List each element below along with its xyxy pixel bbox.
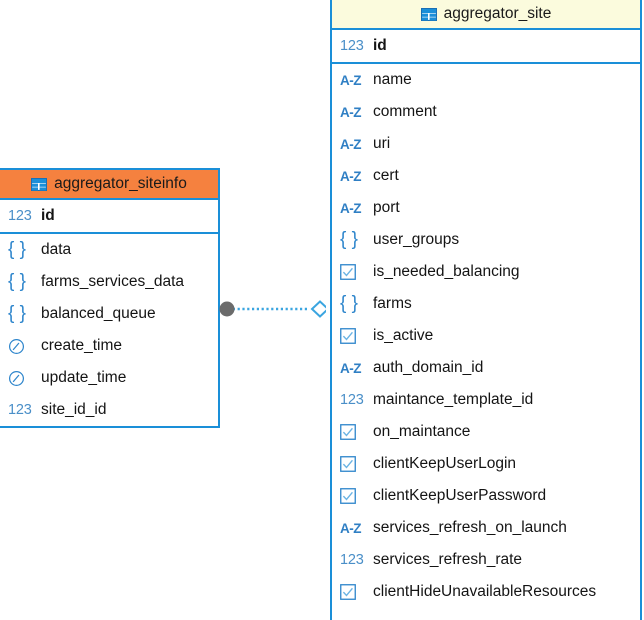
table-icon — [420, 7, 437, 21]
string-type-icon: A-Z — [340, 104, 362, 120]
json-type-icon: { } — [340, 293, 358, 314]
string-type-icon: A-Z — [340, 168, 362, 184]
entity-header[interactable]: aggregator_siteinfo — [0, 170, 218, 200]
integer-type-icon: 123 — [340, 552, 364, 568]
checkbox-icon — [340, 328, 366, 344]
entity-title: aggregator_site — [443, 5, 552, 22]
integer-type-icon: 123 — [340, 38, 364, 54]
relationship-target-marker — [310, 300, 326, 318]
field-name: update_time — [41, 369, 127, 387]
checkbox-icon — [340, 424, 366, 440]
field-name: cert — [373, 167, 399, 185]
field-name: services_refresh_rate — [373, 551, 523, 569]
entity-title: aggregator_siteinfo — [54, 175, 187, 192]
checkbox-icon — [340, 456, 366, 472]
field-name: on_maintance — [373, 423, 471, 441]
field-name: clientHideUnavailableResources — [373, 583, 597, 601]
field-row[interactable]: A-Z cert — [332, 160, 640, 192]
field-name: comment — [373, 103, 437, 121]
field-name: id — [41, 207, 55, 225]
string-type-icon: A-Z — [340, 520, 362, 536]
field-name: is_active — [373, 327, 434, 345]
field-name: auth_domain_id — [373, 359, 484, 377]
field-row[interactable]: create_time — [0, 330, 218, 362]
field-row[interactable]: 123 id — [0, 200, 218, 232]
field-row[interactable]: update_time — [0, 362, 218, 394]
field-row[interactable]: { } farms — [332, 288, 640, 320]
string-type-icon: A-Z — [340, 200, 362, 216]
field-row[interactable]: { } balanced_queue — [0, 298, 218, 330]
checkbox-icon — [340, 488, 366, 504]
field-row[interactable]: clientHideUnavailableResources — [332, 576, 640, 608]
field-name: is_needed_balancing — [373, 263, 520, 281]
field-name: site_id_id — [41, 401, 107, 419]
field-row[interactable]: 123 id — [332, 30, 640, 62]
field-row[interactable]: A-Z auth_domain_id — [332, 352, 640, 384]
json-type-icon: { } — [8, 271, 26, 292]
entity-header[interactable]: aggregator_site — [332, 0, 640, 30]
integer-type-icon: 123 — [8, 402, 32, 418]
relationship-connector[interactable] — [216, 296, 326, 322]
primary-key-section: 123 id — [332, 30, 640, 64]
field-name: data — [41, 241, 72, 259]
field-name: name — [373, 71, 412, 89]
clock-icon — [8, 370, 34, 387]
field-row[interactable]: 123 site_id_id — [0, 394, 218, 426]
field-row[interactable]: on_maintance — [332, 416, 640, 448]
entity-aggregator-site[interactable]: aggregator_site 123 id A-Z name A-Z comm… — [330, 0, 642, 620]
field-row[interactable]: A-Z uri — [332, 128, 640, 160]
field-name: port — [373, 199, 400, 217]
field-row[interactable]: is_needed_balancing — [332, 256, 640, 288]
field-name: services_refresh_on_launch — [373, 519, 567, 537]
entity-aggregator-siteinfo[interactable]: aggregator_siteinfo 123 id { } data { } … — [0, 168, 220, 428]
field-row[interactable]: 123 services_refresh_rate — [332, 544, 640, 576]
field-row[interactable]: A-Z comment — [332, 96, 640, 128]
integer-type-icon: 123 — [8, 208, 32, 224]
field-name: uri — [373, 135, 391, 153]
field-row[interactable]: A-Z port — [332, 192, 640, 224]
field-row[interactable]: { } user_groups — [332, 224, 640, 256]
field-name: id — [373, 37, 387, 55]
field-name: farms — [373, 295, 412, 313]
json-type-icon: { } — [8, 239, 26, 260]
field-name: balanced_queue — [41, 305, 156, 323]
checkbox-icon — [340, 584, 366, 600]
primary-key-section: 123 id — [0, 200, 218, 234]
field-row[interactable]: A-Z services_refresh_on_launch — [332, 512, 640, 544]
field-row[interactable]: clientKeepUserLogin — [332, 448, 640, 480]
table-icon — [31, 177, 48, 191]
relationship-source-marker — [219, 301, 235, 317]
clock-icon — [8, 338, 34, 355]
field-name: farms_services_data — [41, 273, 185, 291]
field-row[interactable]: clientKeepUserPassword — [332, 480, 640, 512]
field-row[interactable]: { } farms_services_data — [0, 266, 218, 298]
field-row[interactable]: A-Z name — [332, 64, 640, 96]
string-type-icon: A-Z — [340, 72, 362, 88]
field-row[interactable]: { } data — [0, 234, 218, 266]
json-type-icon: { } — [8, 303, 26, 324]
field-row[interactable]: is_active — [332, 320, 640, 352]
json-type-icon: { } — [340, 229, 358, 250]
field-name: clientKeepUserPassword — [373, 487, 547, 505]
field-name: user_groups — [373, 231, 460, 249]
string-type-icon: A-Z — [340, 360, 362, 376]
field-name: clientKeepUserLogin — [373, 455, 517, 473]
string-type-icon: A-Z — [340, 136, 362, 152]
integer-type-icon: 123 — [340, 392, 364, 408]
field-name: create_time — [41, 337, 122, 355]
field-row[interactable]: 123 maintance_template_id — [332, 384, 640, 416]
field-name: maintance_template_id — [373, 391, 534, 409]
checkbox-icon — [340, 264, 366, 280]
